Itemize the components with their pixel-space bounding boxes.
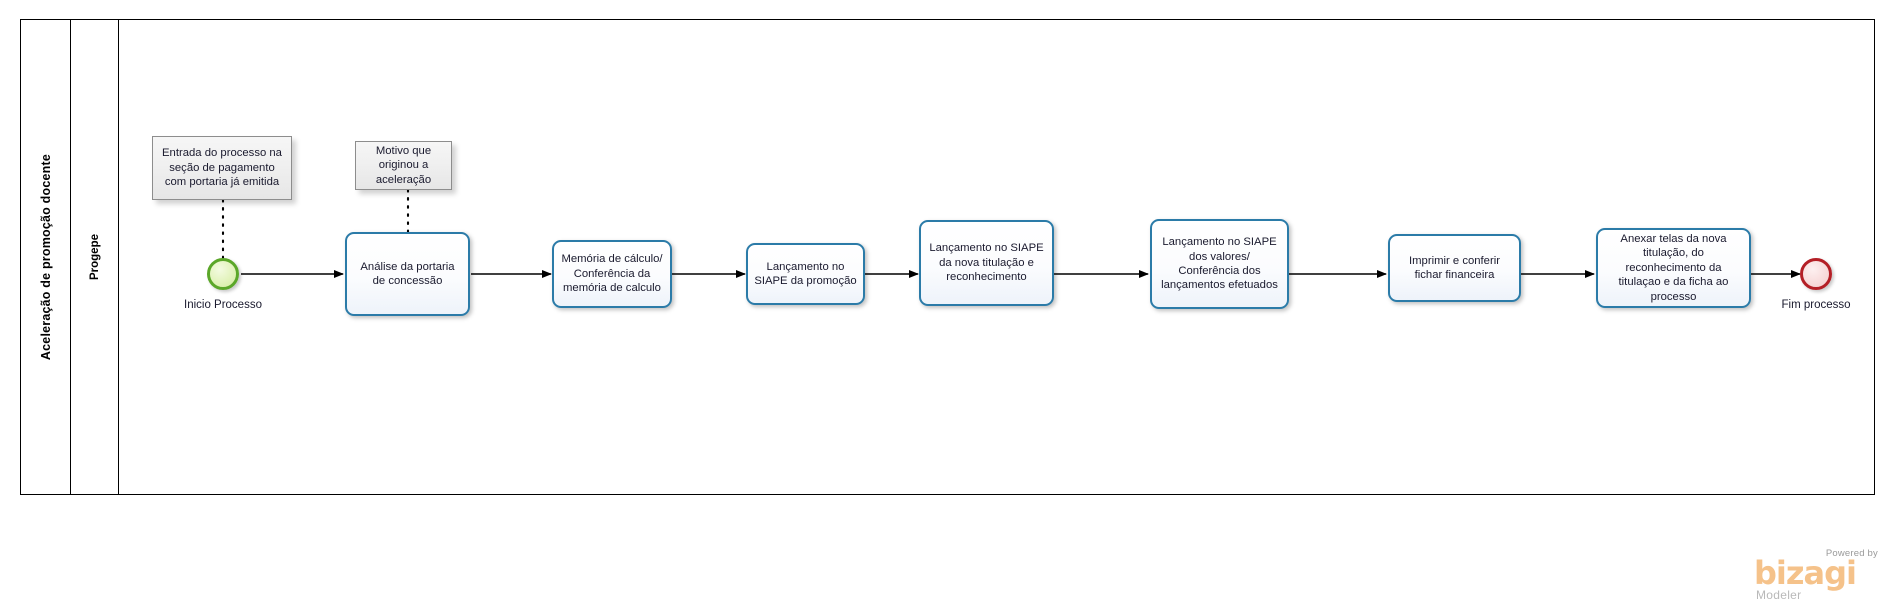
pool-header[interactable]: Aceleração de promoção docente bbox=[21, 20, 71, 494]
task-lancamento-no-siape-da-promocao[interactable]: Lançamento no SIAPE da promoção bbox=[746, 243, 865, 305]
annotation-label: Entrada do processo na seção de pagament… bbox=[162, 146, 282, 189]
task-anexar-telas-da-nova-titulacao[interactable]: Anexar telas da nova titulação, do recon… bbox=[1596, 228, 1751, 308]
task-memoria-de-calculo-conferencia[interactable]: Memória de cálculo/ Conferência da memór… bbox=[552, 240, 672, 308]
task-lancamento-no-siape-nova-titulacao[interactable]: Lançamento no SIAPE da nova titulação e … bbox=[919, 220, 1054, 306]
annotation-entrada-do-processo[interactable]: Entrada do processo na seção de pagament… bbox=[152, 136, 292, 200]
task-label: Lançamento no SIAPE da nova titulação e … bbox=[929, 242, 1044, 284]
task-analise-da-portaria-de-concessao[interactable]: Análise da portaria de concessão bbox=[345, 232, 470, 316]
task-label: Análise da portaria de concessão bbox=[360, 260, 455, 287]
task-imprimir-e-conferir-ficha-financeira[interactable]: Imprimir e conferir fichar financeira bbox=[1388, 234, 1521, 302]
task-label: Lançamento no SIAPE dos valores/ Conferê… bbox=[1161, 236, 1278, 292]
lane-label: Progepe bbox=[88, 233, 101, 280]
pool-label: Aceleração de promoção docente bbox=[38, 153, 53, 361]
bizagi-product-label: Modeler bbox=[1756, 588, 1802, 602]
lane-header-progepe[interactable]: Progepe bbox=[71, 20, 119, 494]
bizagi-logo: Powered by bizagi Modeler bbox=[1754, 548, 1882, 602]
task-lancamento-no-siape-dos-valores[interactable]: Lançamento no SIAPE dos valores/ Conferê… bbox=[1150, 219, 1289, 309]
task-label: Imprimir e conferir fichar financeira bbox=[1408, 254, 1500, 281]
powered-by-label: Powered by bbox=[1825, 548, 1878, 559]
task-label: Lançamento no SIAPE da promoção bbox=[754, 260, 857, 287]
start-event-inicio-processo[interactable] bbox=[207, 258, 239, 290]
end-event-label: Fim processo bbox=[1781, 299, 1851, 311]
annotation-motivo-que-originou[interactable]: Motivo que originou a aceleração bbox=[355, 141, 452, 190]
task-label: Memória de cálculo/ Conferência da memór… bbox=[561, 253, 663, 295]
end-event-fim-processo[interactable] bbox=[1800, 258, 1832, 290]
annotation-label: Motivo que originou a aceleração bbox=[375, 144, 432, 186]
bizagi-brand-label: bizagi bbox=[1754, 554, 1857, 592]
task-label: Anexar telas da nova titulação, do recon… bbox=[1618, 232, 1729, 303]
start-event-label: Inicio Processo bbox=[184, 299, 262, 311]
